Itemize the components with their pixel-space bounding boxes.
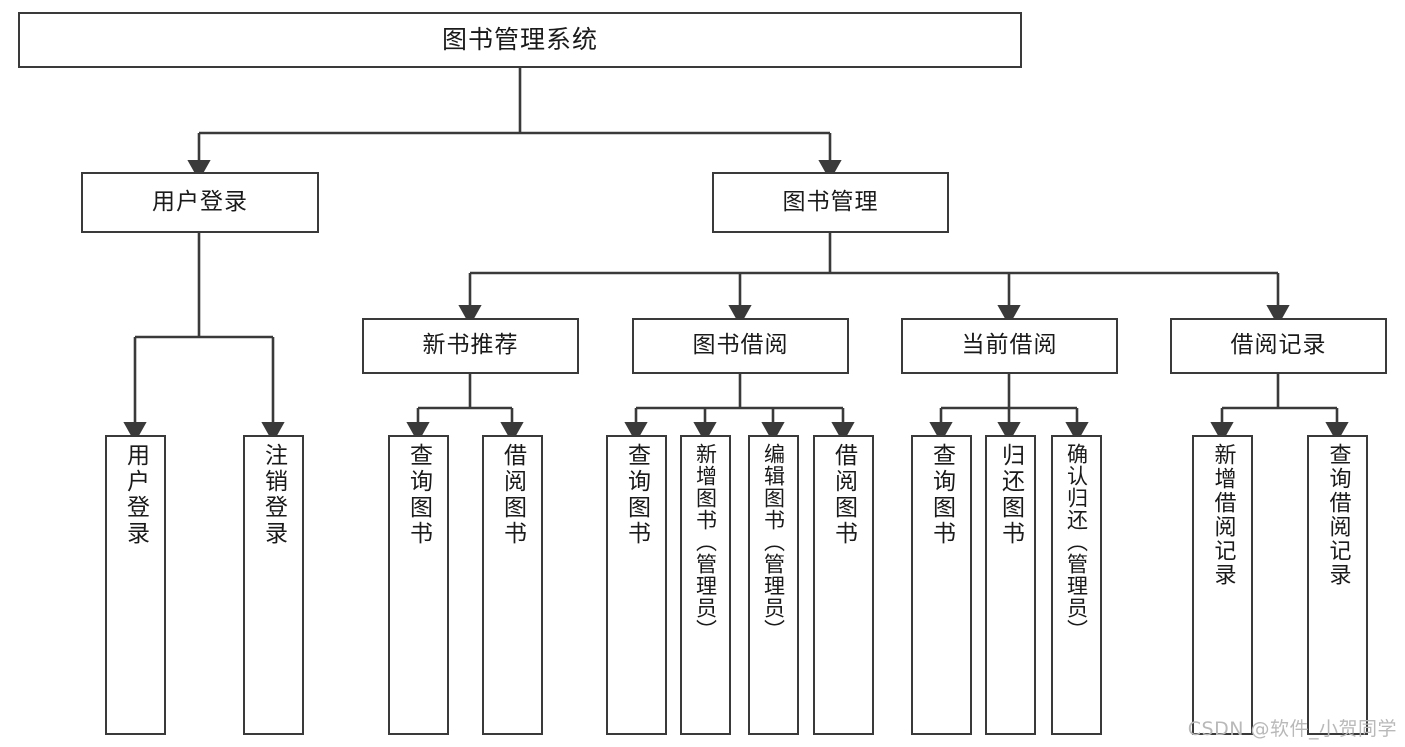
node-leaf-add-record[interactable]: 新增借阅记录: [1192, 435, 1253, 735]
node-label: 当前借阅: [961, 332, 1058, 359]
watermark-text: CSDN @软件_小贺同学: [1187, 718, 1397, 740]
node-book-borrow[interactable]: 图书借阅: [632, 318, 849, 374]
node-leaf-add-book[interactable]: 新增图书（管理员）: [680, 435, 731, 735]
node-label: 用户登录: [122, 443, 149, 547]
node-book-manage[interactable]: 图书管理: [712, 172, 949, 233]
node-leaf-borrow-book-2[interactable]: 借阅图书: [813, 435, 874, 735]
node-label: 确认归还（管理员）: [1064, 443, 1089, 641]
node-user-login[interactable]: 用户登录: [81, 172, 319, 233]
node-current-borrow[interactable]: 当前借阅: [901, 318, 1118, 374]
node-leaf-edit-book[interactable]: 编辑图书（管理员）: [748, 435, 799, 735]
node-leaf-logout-login[interactable]: 注销登录: [243, 435, 304, 735]
node-leaf-query-book-3[interactable]: 查询图书: [911, 435, 972, 735]
node-label: 查询借阅记录: [1325, 443, 1351, 587]
node-label: 编辑图书（管理员）: [761, 443, 786, 641]
node-leaf-user-login[interactable]: 用户登录: [105, 435, 166, 735]
node-label: 查询图书: [405, 443, 432, 547]
node-label: 图书借阅: [692, 332, 789, 359]
node-label: 查询图书: [928, 443, 955, 547]
node-book-management-system[interactable]: 图书管理系统: [18, 12, 1022, 68]
node-new-book-recommend[interactable]: 新书推荐: [362, 318, 579, 374]
node-label: 新书推荐: [422, 332, 519, 359]
node-label: 借阅记录: [1230, 332, 1327, 359]
node-label: 新增借阅记录: [1210, 443, 1236, 587]
node-leaf-confirm-return[interactable]: 确认归还（管理员）: [1051, 435, 1102, 735]
node-label: 新增图书（管理员）: [693, 443, 718, 641]
node-label: 注销登录: [260, 443, 287, 547]
node-leaf-borrow-book-1[interactable]: 借阅图书: [482, 435, 543, 735]
node-leaf-query-book-2[interactable]: 查询图书: [606, 435, 667, 735]
node-leaf-return-book[interactable]: 归还图书: [985, 435, 1036, 735]
node-leaf-query-record[interactable]: 查询借阅记录: [1307, 435, 1368, 735]
node-label: 借阅图书: [830, 443, 857, 547]
node-leaf-query-book-1[interactable]: 查询图书: [388, 435, 449, 735]
node-label: 用户登录: [152, 188, 248, 215]
node-label: 图书管理: [782, 188, 879, 215]
node-label: 借阅图书: [499, 443, 526, 547]
node-label: 归还图书: [997, 443, 1024, 547]
node-borrow-record[interactable]: 借阅记录: [1170, 318, 1387, 374]
node-label: 查询图书: [623, 443, 650, 547]
node-label: 图书管理系统: [441, 25, 598, 54]
